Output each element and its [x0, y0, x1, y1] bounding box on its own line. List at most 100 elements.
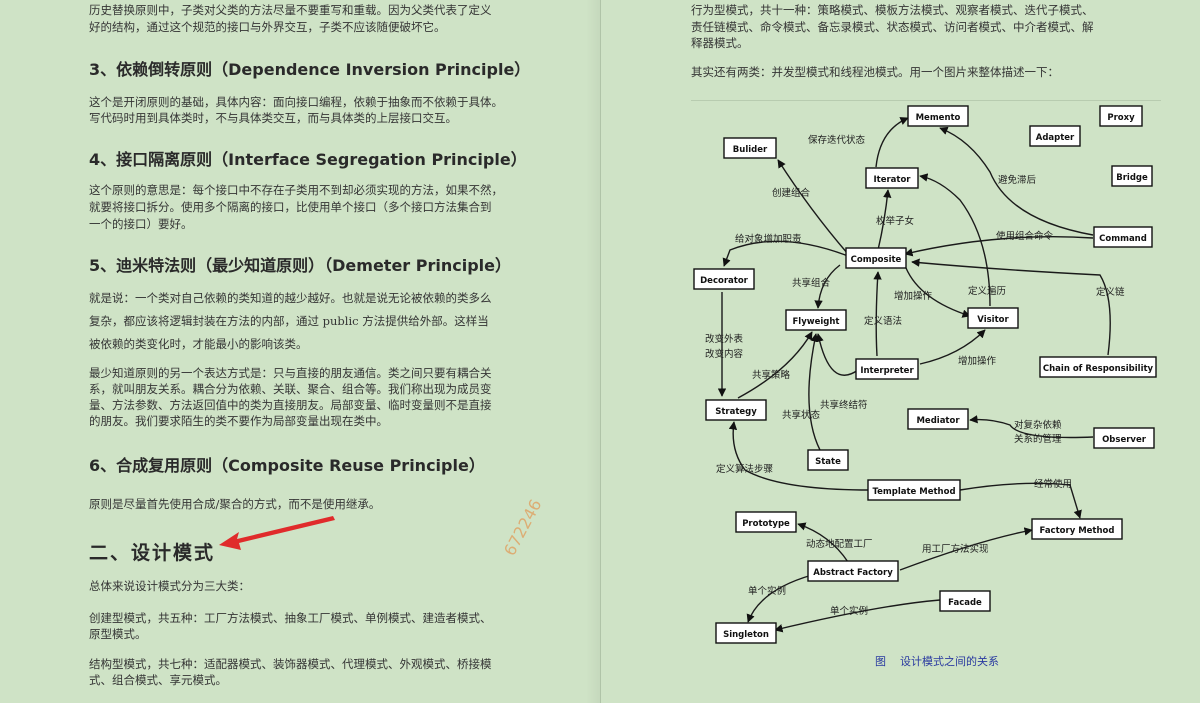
figure-caption: 图 设计模式之间的关系 — [875, 654, 999, 668]
left-page: 历史替换原则中，子类对父类的方法尽量不要重写和重载。因为父类代表了定义 好的结构… — [89, 0, 601, 703]
edge-label-def-traverse: 定义遍历 — [968, 285, 1006, 297]
node-box-visitor — [967, 307, 1019, 329]
node-label-mediator: Mediator — [916, 416, 960, 426]
edge-labels: 保存迭代状态 避免滞后 创建组合 枚举子女 给对象增加职责 使用组合命令 共享组… — [705, 134, 1125, 617]
paragraph-line: 最少知道原则的另一个表达方式是：只与直接的朋友通信。类之间只要有耦合关 — [89, 366, 492, 380]
heading-demeter: 5、迪米特法则（最少知道原则）（Demeter Principle） — [89, 256, 512, 275]
heading-interface-segregation: 4、接口隔离原则（Interface Segregation Principle… — [89, 150, 527, 169]
paragraph-line: 这个原则的意思是：每个接口中不存在子类用不到却必须实现的方法，如果不然， — [89, 183, 503, 197]
paragraph-line: 原型模式。 — [89, 627, 147, 641]
edge-label-enum-child: 枚举子女 — [876, 215, 914, 227]
edge-command-composite — [904, 236, 1094, 257]
edge-label-def-chain: 定义链 — [1096, 286, 1125, 298]
node-box-composite — [845, 247, 907, 269]
node-box-strategy — [705, 399, 767, 421]
edge-label-impl-factory: 用工厂方法实现 — [922, 543, 989, 555]
edge-observer-mediator — [969, 415, 1094, 439]
paragraph-line: 历史替换原则中，子类对父类的方法尽量不要重写和重载。因为父类代表了定义 — [89, 3, 492, 17]
node-label-bridge: Bridge — [1116, 173, 1148, 183]
node-label-adapter: Adapter — [1036, 133, 1075, 143]
edge-label-def-grammar: 定义语法 — [864, 315, 902, 327]
node-label-bulider: Bulider — [733, 145, 768, 155]
edge-abstract-singleton — [746, 574, 813, 623]
edge-template-strategy — [728, 421, 871, 491]
edge-composite-iterator — [877, 189, 892, 251]
edge-strategy-flyweight — [737, 331, 813, 399]
edge-label-change-skin: 改变外表 — [705, 333, 744, 345]
edge-label-save-iter: 保存迭代状态 — [808, 134, 866, 146]
node-box-factory-method — [1031, 518, 1123, 540]
node-label-interpreter: Interpreter — [860, 366, 914, 376]
edge-label-manage-dep-1: 对复杂依赖 — [1014, 419, 1062, 431]
node-box-chain — [1039, 356, 1157, 378]
node-box-flyweight — [785, 309, 847, 331]
edge-state-flyweight — [808, 333, 821, 451]
paragraph-line: 行为型模式，共十一种：策略模式、模板方法模式、观察者模式、迭代子模式、 — [691, 3, 1094, 17]
edge-abstract-prototype — [797, 522, 849, 563]
node-label-chain: Chain of Responsibility — [1043, 364, 1154, 374]
edge-facade-singleton — [774, 599, 941, 633]
paragraph-line: 的朋友。我们要求陌生的类不要作为局部变量出现在类中。 — [89, 414, 388, 428]
edge-interpreter-flyweight — [815, 333, 859, 376]
paragraph-line: 原则是尽量首先使用合成/聚合的方式，而不是使用继承。 — [89, 497, 381, 511]
paragraph-line: 复杂，都应该将逻辑封装在方法的内部，通过 public 方法提供给外部。这样当 — [89, 314, 489, 328]
paragraph-line: 责任链模式、命令模式、备忘录模式、状态模式、访问者模式、中介者模式、解 — [691, 20, 1094, 34]
paragraph-line: 就要将接口拆分。使用多个隔离的接口，比使用单个接口（多个接口方法集合到 — [89, 200, 492, 214]
edge-label-add-op2: 增加操作 — [958, 355, 997, 367]
paragraph-line: 创建型模式，共五种：工厂方法模式、抽象工厂模式、单例模式、建造者模式、 — [89, 611, 492, 625]
node-box-memento — [907, 105, 969, 127]
paragraph-line: 式、组合模式、享元模式。 — [89, 673, 227, 687]
edge-label-add-duty: 给对象增加职责 — [735, 233, 802, 245]
edge-label-share-state: 共享状态 — [782, 409, 821, 421]
node-box-state — [807, 449, 849, 471]
node-box-interpreter — [855, 358, 919, 380]
edge-interpreter-visitor — [919, 329, 986, 365]
paragraph-line: 被依赖的类变化时，才能最小的影响该类。 — [89, 337, 308, 351]
node-box-facade — [939, 590, 991, 612]
edge-label-add-op1: 增加操作 — [894, 290, 933, 302]
node-label-decorator: Decorator — [700, 276, 749, 286]
paragraph-line: 量、方法参数、方法返回值中的类为直接朋友。局部变量、临时变量则不是直接 — [89, 398, 492, 412]
node-box-iterator — [865, 167, 919, 189]
node-label-composite: Composite — [851, 255, 902, 265]
paragraph-line: 好的结构，通过这个规范的接口与外界交互，子类不应该随便破坏它。 — [89, 20, 446, 34]
edge-label-create-comb: 创建组合 — [772, 187, 811, 199]
node-box-bulider — [723, 137, 777, 159]
edge-label-share-strategy: 共享策略 — [752, 369, 791, 381]
edge-template-factory — [959, 482, 1082, 519]
node-label-iterator: Iterator — [873, 175, 911, 185]
node-box-proxy — [1099, 105, 1143, 127]
edge-composite-decorator — [722, 240, 849, 267]
node-label-observer: Observer — [1102, 435, 1147, 445]
edge-label-share-comb: 共享组合 — [792, 277, 831, 289]
edge-label-manage-dep-2: 关系的管理 — [1014, 433, 1062, 445]
edge-label-share-terminal: 共享终结符 — [820, 399, 868, 411]
red-arrow-icon — [219, 516, 335, 550]
node-label-visitor: Visitor — [977, 315, 1009, 325]
heading-composite-reuse: 6、合成复用原则（Composite Reuse Principle） — [89, 456, 485, 475]
paragraph-line: 其实还有两类：并发型模式和线程池模式。用一个图片来整体描述一下： — [691, 65, 1059, 79]
paragraph-line: 写代码时用到具体类时，不与具体类交互，而与具体类的上层接口交互。 — [89, 111, 457, 125]
edge-composite-flyweight — [814, 264, 841, 309]
node-box-command — [1093, 226, 1153, 248]
node-label-state: State — [815, 457, 841, 467]
edge-chain-composite — [911, 258, 1111, 356]
node-box-mediator — [907, 408, 969, 430]
heading-dependence-inversion: 3、依赖倒转原则（Dependence Inversion Principle） — [89, 60, 531, 79]
edge-label-avoid-lag: 避免滞后 — [998, 174, 1037, 186]
edge-label-single-1: 单个实例 — [748, 585, 786, 597]
edge-visitor-iterator — [919, 173, 991, 307]
node-label-proxy: Proxy — [1107, 113, 1135, 123]
edge-label-dyn-factory: 动态地配置工厂 — [806, 538, 873, 550]
node-label-prototype: Prototype — [742, 519, 790, 529]
node-label-strategy: Strategy — [715, 407, 757, 417]
node-label-flyweight: Flyweight — [793, 317, 840, 327]
node-label-facade: Facade — [948, 598, 982, 608]
edge-label-use-comb-cmd: 使用组合命令 — [996, 230, 1054, 242]
edge-label-often-use: 经常使用 — [1034, 478, 1072, 490]
paragraph-line: 这个是开闭原则的基础，具体内容：面向接口编程，依赖于抽象而不依赖于具体。 — [89, 95, 503, 109]
node-label-memento: Memento — [916, 113, 961, 123]
node-label-singleton: Singleton — [723, 630, 769, 640]
node-box-abstract-factory — [807, 560, 899, 582]
